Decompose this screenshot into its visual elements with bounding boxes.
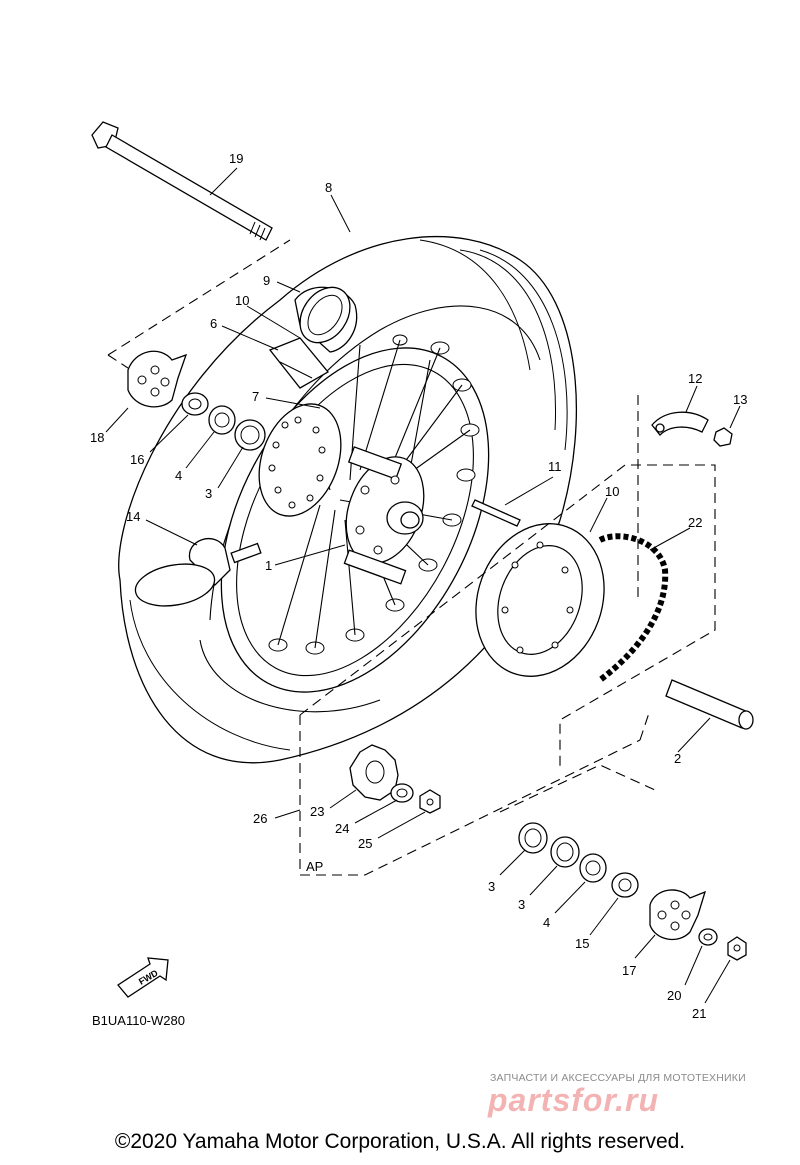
sprocket-stud <box>471 499 521 527</box>
callout-9: 10 <box>235 293 249 308</box>
callout-4-right: 4 <box>543 915 550 930</box>
rear-sprocket <box>475 523 605 677</box>
callout-labels: 19 8 9 10 6 7 18 16 4 3 14 1 11 10 22 12… <box>90 151 747 1021</box>
chain-adjuster <box>651 411 733 447</box>
callout-16: 16 <box>130 452 144 467</box>
sprocket-nut <box>419 789 441 814</box>
callout-6: 7 <box>252 389 259 404</box>
callout-19: 19 <box>229 151 243 166</box>
rim-band <box>268 337 329 389</box>
callout-11: 11 <box>548 459 562 474</box>
callout-22: 22 <box>688 515 702 530</box>
callout-8: 9 <box>263 273 270 288</box>
lock-washer <box>390 783 414 803</box>
callout-4: 4 <box>175 468 182 483</box>
drive-chain <box>598 533 669 683</box>
hub <box>343 446 425 585</box>
diagram-code: B1UA110-W280 <box>92 1013 185 1028</box>
callout-3-right-b: 3 <box>518 897 525 912</box>
callout-24: 24 <box>335 821 349 836</box>
callout-15: 15 <box>575 936 589 951</box>
callout-14: 14 <box>126 509 140 524</box>
callout-25: 25 <box>358 836 372 851</box>
callout-17: 17 <box>622 963 636 978</box>
left-side-parts <box>127 350 266 451</box>
right-side-parts <box>518 822 747 961</box>
fwd-arrow-icon: FWD <box>117 957 169 998</box>
watermark-logo: partsfor.ru <box>488 1082 660 1118</box>
copyright-notice: ©2020 Yamaha Motor Corporation, U.S.A. A… <box>114 1130 686 1153</box>
dashed-group-outlines <box>107 239 716 876</box>
brake-disc <box>258 403 342 517</box>
leader-lines <box>105 167 741 1004</box>
callout-13: 13 <box>733 392 747 407</box>
callout-12: 12 <box>688 371 702 386</box>
callout-2: 2 <box>674 751 681 766</box>
callout-5: 6 <box>210 316 217 331</box>
axle-bolt <box>91 121 273 241</box>
callout-21: 21 <box>692 1006 706 1021</box>
inner-tube <box>294 286 358 353</box>
callout-7: 8 <box>325 180 332 195</box>
callout-23: 23 <box>310 804 324 819</box>
callout-3-right-a: 3 <box>488 879 495 894</box>
callout-10: 10 <box>605 484 619 499</box>
watermark-tagline: ЗАПЧАСТИ И АКСЕССУАРЫ ДЛЯ МОТОТЕХНИКИ <box>490 1072 746 1084</box>
callout-18: 18 <box>90 430 104 445</box>
callout-3: 3 <box>205 486 212 501</box>
ap-label: AP <box>306 859 323 874</box>
callout-1: 1 <box>265 558 272 573</box>
rim-lock <box>134 538 262 607</box>
callout-20: 20 <box>667 988 681 1003</box>
spacer-collar <box>665 679 754 730</box>
callout-26: 26 <box>253 811 267 826</box>
